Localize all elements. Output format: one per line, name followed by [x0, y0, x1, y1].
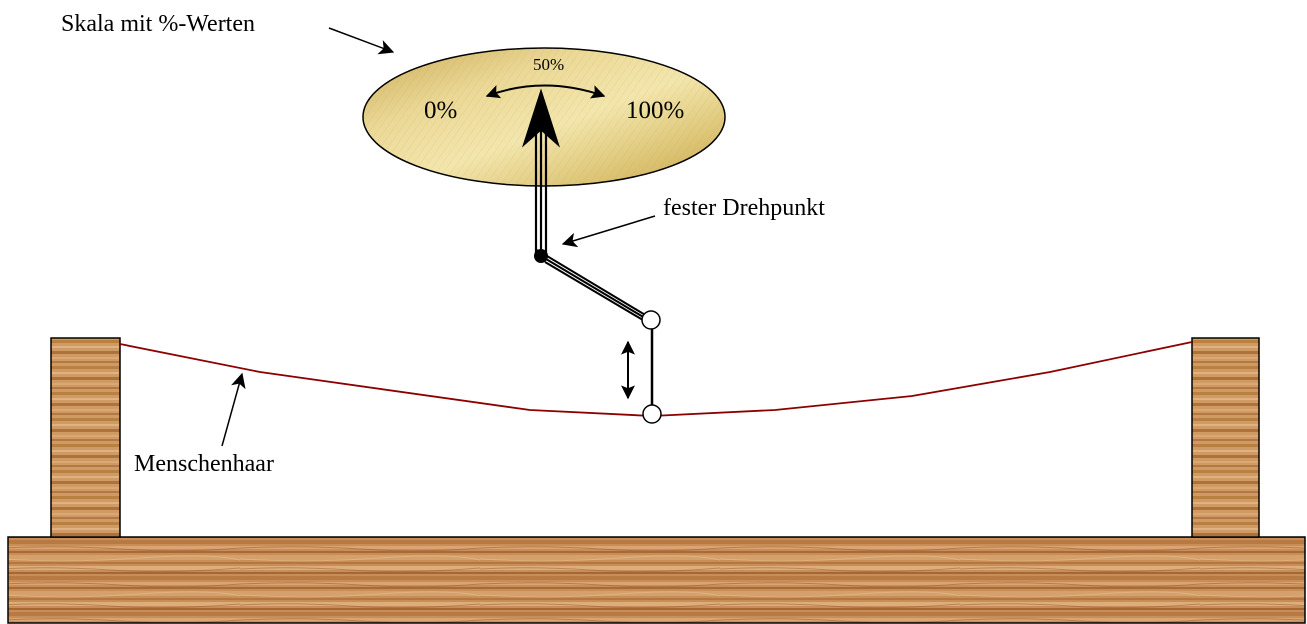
hair-caption-arrow: [221, 372, 246, 447]
pointer-arrowhead: [521, 88, 561, 148]
lever-arm: [536, 249, 654, 327]
scale-label-100-percent: 100%: [626, 97, 684, 124]
left-post: [50, 337, 121, 538]
human-hair: [119, 341, 1193, 417]
right-post: [1191, 337, 1260, 538]
scale-label-50-percent: 50%: [533, 55, 564, 74]
pointer-shaft: [534, 128, 548, 256]
scale-caption: Skala mit %-Werten: [61, 11, 255, 37]
upper-joint: [641, 310, 661, 330]
scale-label-0-percent: 0%: [424, 97, 457, 124]
lower-joint: [642, 404, 662, 424]
pivot-caption: fester Drehpunkt: [663, 195, 825, 221]
scale-caption-arrow: [328, 27, 395, 55]
scale-range-arrow: [485, 84, 606, 99]
wooden-base: [7, 536, 1306, 624]
fixed-pivot-point: [534, 249, 548, 263]
hair-caption: Menschenhaar: [134, 451, 274, 477]
pivot-caption-arrow: [561, 215, 656, 248]
